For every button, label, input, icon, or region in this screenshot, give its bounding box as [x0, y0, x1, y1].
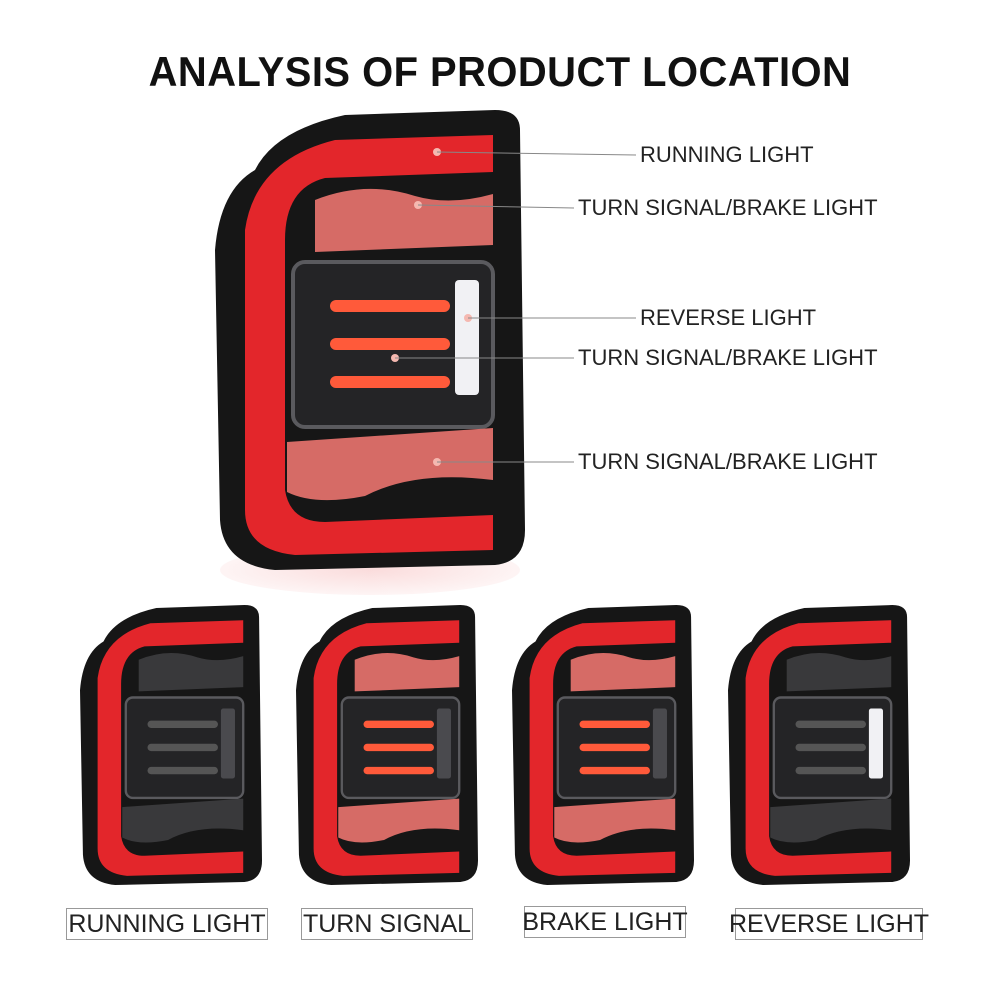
- lower-lens: [770, 798, 892, 843]
- upper-lens: [570, 653, 676, 692]
- running-light-strip: [529, 620, 676, 876]
- reverse-light-lamp-image: [728, 605, 910, 885]
- callout-reverse-light: REVERSE LIGHT: [640, 305, 817, 330]
- lower-lens: [338, 798, 460, 843]
- lower-lens: [554, 798, 676, 843]
- page-title: ANALYSIS OF PRODUCT LOCATION: [148, 48, 852, 95]
- label-reverse-light: REVERSE LIGHT: [729, 908, 929, 940]
- running-light-strip: [745, 620, 892, 876]
- upper-lens: [138, 653, 244, 692]
- light-bar-3: [330, 376, 450, 388]
- reverse-light-strip: [436, 708, 451, 779]
- light-bar-1: [330, 300, 450, 312]
- light-bar-3: [147, 766, 218, 775]
- callout-middle-turn-brake: TURN SIGNAL/BRAKE LIGHT: [578, 345, 878, 370]
- light-bar-2: [579, 743, 650, 752]
- light-bar-2: [330, 338, 450, 350]
- light-bar-2: [363, 743, 434, 752]
- light-bar-2: [147, 743, 218, 752]
- main-tail-light-image: [215, 110, 525, 570]
- light-bar-1: [795, 720, 866, 728]
- callout-upper-turn-brake: TURN SIGNAL/BRAKE LIGHT: [578, 195, 878, 220]
- light-bar-1: [579, 720, 650, 728]
- upper-lens: [354, 653, 460, 692]
- lower-lens: [122, 798, 244, 843]
- label-running-light: RUNNING LIGHT: [66, 908, 268, 940]
- callout-lower-turn-brake: TURN SIGNAL/BRAKE LIGHT: [578, 449, 878, 474]
- turn-signal-lamp-image: [296, 605, 478, 885]
- reverse-light-strip: [220, 708, 235, 779]
- light-bar-1: [363, 720, 434, 728]
- running-light-strip: [97, 620, 244, 876]
- brake-light-lamp-image: [512, 605, 694, 885]
- reverse-light-strip: [455, 280, 479, 395]
- label-brake-light: BRAKE LIGHT: [522, 906, 688, 938]
- light-bar-1: [147, 720, 218, 728]
- reverse-light-strip: [868, 708, 883, 779]
- light-bar-3: [579, 766, 650, 775]
- light-bar-3: [363, 766, 434, 775]
- running-light-strip: [313, 620, 460, 876]
- callout-running-light: RUNNING LIGHT: [640, 142, 814, 167]
- light-bar-3: [795, 766, 866, 775]
- lower-lens: [287, 428, 493, 501]
- label-turn-signal: TURN SIGNAL: [301, 908, 473, 940]
- running-light-strip: [245, 135, 493, 555]
- reverse-light-strip: [652, 708, 667, 779]
- upper-lens: [786, 653, 892, 692]
- light-bar-2: [795, 743, 866, 752]
- running-light-lamp-image: [80, 605, 262, 885]
